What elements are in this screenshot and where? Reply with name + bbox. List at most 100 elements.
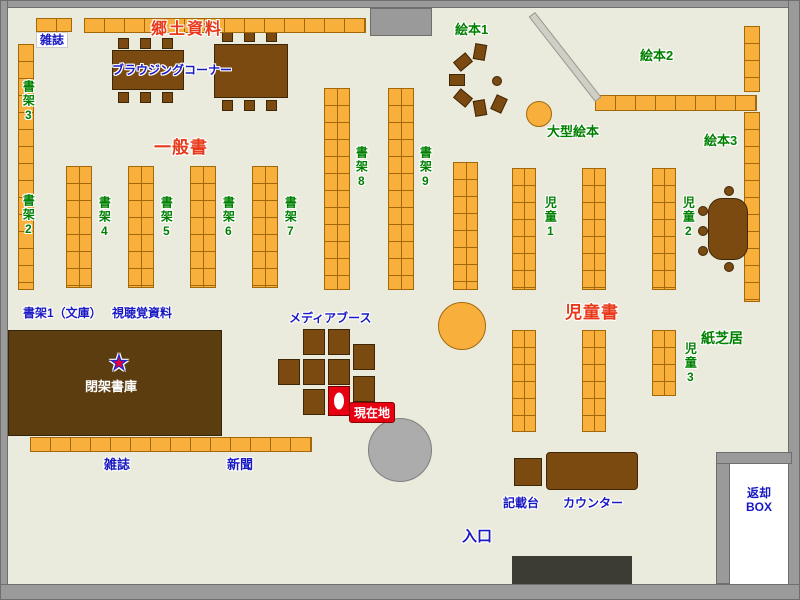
writing-desk-table (514, 458, 542, 486)
entrance-mat (512, 556, 632, 584)
label-kamishibai: 紙芝居 (701, 330, 743, 346)
label-shelf-4: 書架4 (97, 196, 112, 240)
current-location-booth (328, 386, 350, 416)
media-booth-seat (278, 359, 300, 385)
reading-table-right (708, 198, 748, 260)
media-booth-seat (353, 376, 375, 402)
story-seat (453, 88, 473, 108)
wall-return-top (716, 452, 792, 464)
wall-bottom (0, 584, 800, 600)
label-shelf-9: 書架9 (418, 146, 433, 190)
children-shelf-3 (652, 330, 676, 396)
children-shelf-lower-1 (512, 330, 536, 432)
label-entrance: 入口 (462, 528, 493, 545)
label-local-history: 郷土資料 (151, 21, 224, 38)
children-shelf-1 (512, 168, 536, 290)
label-shelf-2: 書架2 (21, 194, 36, 238)
label-magazines-bottom: 雑誌 (104, 457, 131, 472)
story-stool (492, 76, 502, 86)
closed-stacks-area (8, 330, 222, 436)
browsing-table-1 (112, 50, 184, 90)
chair (724, 186, 734, 196)
pillar-column (368, 418, 432, 482)
chair (266, 100, 277, 111)
media-booth-seat (353, 344, 375, 370)
label-children-books: 児童書 (565, 303, 619, 322)
wall-right (788, 0, 800, 600)
shelf-local-history (84, 18, 366, 33)
chair (118, 38, 129, 49)
bookshelf-6 (190, 166, 216, 288)
label-children-3: 児童3 (683, 342, 698, 386)
star-inner-icon: ★ (112, 355, 126, 372)
story-seat (490, 94, 508, 114)
wall-left (0, 0, 8, 600)
chair (724, 262, 734, 272)
current-location-badge: 現在地 (349, 402, 396, 423)
chair (140, 92, 151, 103)
chair (162, 38, 173, 49)
label-counter: カウンター (563, 496, 624, 510)
media-booth-seat (303, 389, 325, 415)
children-shelf-2 (652, 168, 676, 290)
label-shelf-1-bunko: 書架1（文庫） (23, 306, 102, 320)
label-large-picture-books: 大型絵本 (547, 124, 600, 139)
media-booth-seat (328, 329, 350, 355)
bookshelf-4 (66, 166, 92, 288)
story-seat (449, 74, 465, 86)
label-shelf-5: 書架5 (159, 196, 174, 240)
label-general-books: 一般書 (154, 138, 208, 157)
chair (162, 92, 173, 103)
label-picture-books-2: 絵本2 (640, 48, 674, 63)
chair (222, 100, 233, 111)
label-av-materials: 視聴覚資料 (112, 306, 173, 320)
label-picture-books-3: 絵本3 (704, 133, 738, 148)
media-booth-seat (328, 359, 350, 385)
large-picture-book-stand (526, 101, 552, 127)
label-children-1: 児童1 (543, 196, 558, 240)
media-booth-seat (303, 329, 325, 355)
label-shelf-6: 書架6 (221, 196, 236, 240)
children-shelf-lower-2 (582, 330, 606, 432)
label-children-2: 児童2 (681, 196, 696, 240)
chair (698, 206, 708, 216)
shelf-magazines-top (36, 18, 72, 32)
label-shelf-8: 書架8 (354, 146, 369, 190)
bookshelf-8 (324, 88, 350, 290)
counter-table (546, 452, 638, 490)
bookshelf-9 (388, 88, 414, 290)
story-seat (472, 43, 488, 61)
shelf-wall-right-mid (744, 112, 760, 302)
media-booth-seat (303, 359, 325, 385)
bookshelf-5 (128, 166, 154, 288)
bookshelf-wall-left (18, 44, 34, 290)
label-shelf-7: 書架7 (283, 196, 298, 240)
return-box-interior (730, 464, 788, 584)
bookshelf-7 (252, 166, 278, 288)
wall-diagonal (528, 12, 602, 103)
label-magazines-top: 雑誌 (36, 32, 69, 49)
shelf-magazines-newspapers (30, 437, 312, 452)
star-marker-icon: ★ ★ (106, 350, 132, 376)
label-browsing-corner: ブラウジングコーナー (112, 63, 233, 77)
label-picture-books-1: 絵本1 (455, 22, 489, 37)
children-shelf-mid (582, 168, 606, 290)
browsing-table-2 (214, 44, 288, 98)
shelf-wall-right-top (744, 26, 760, 92)
wall-top (0, 0, 800, 8)
shelf-picture-books-top (595, 95, 757, 111)
chair (698, 226, 708, 236)
star-outer-icon: ★ (107, 349, 131, 377)
bookshelf-center (453, 162, 478, 290)
label-closed-stacks: 閉架書庫 (85, 379, 138, 394)
label-return-box: 返却 BOX (745, 486, 772, 515)
label-media-booth: メディアブース (289, 311, 372, 325)
wall-return-left (716, 452, 730, 584)
wall-pillar-top (370, 8, 432, 36)
chair (118, 92, 129, 103)
story-seat (453, 52, 473, 72)
chair (244, 100, 255, 111)
label-newspapers: 新聞 (227, 457, 254, 472)
story-seat (472, 99, 488, 117)
